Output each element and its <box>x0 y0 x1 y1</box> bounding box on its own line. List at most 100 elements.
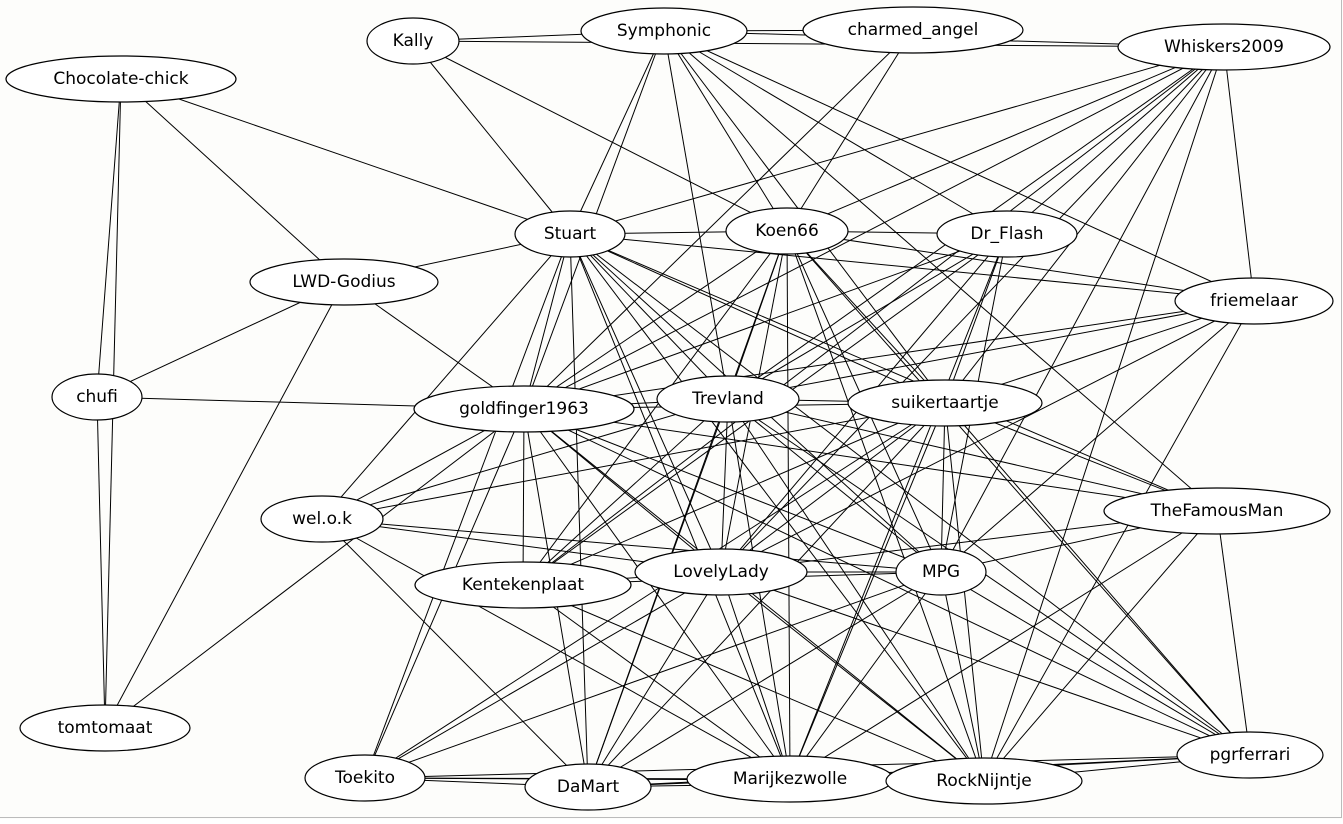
node-damart: DaMart <box>524 763 652 811</box>
edge-charmed-angel-goldfinger1963 <box>523 29 914 410</box>
node-label: friemelaar <box>1210 291 1298 311</box>
edge-whiskers2009-lovelylady <box>720 46 1225 573</box>
edge-friemelaar-trevland <box>727 300 1255 400</box>
edge-stuart-trevland <box>569 233 729 400</box>
edge-suikertaartje-mpg <box>940 402 946 573</box>
edge-suikertaartje-toekito <box>364 402 946 779</box>
edge-dr-flash-goldfinger1963 <box>523 233 1008 410</box>
edge-symphonic-thefamousman <box>663 30 1218 512</box>
node-ellipse <box>656 375 800 423</box>
edge-symphonic-dr-flash <box>663 30 1008 235</box>
edge-stuart-goldfinger1963 <box>523 233 571 410</box>
edge-thefamousman-rocknijntje <box>983 510 1218 782</box>
node-label: tomtomaat <box>58 718 153 738</box>
edge-koen66-friemelaar <box>786 230 1255 302</box>
node-ellipse <box>1103 487 1331 535</box>
edge-whiskers2009-rocknijntje <box>983 46 1225 782</box>
edge-suikertaartje-lovelylady <box>720 402 946 573</box>
node-tomtomaat: tomtomaat <box>19 704 191 752</box>
edge-wel-o-k-damart <box>321 518 589 788</box>
edge-koen66-goldfinger1963 <box>523 230 788 410</box>
edge-goldfinger1963-rocknijntje <box>523 408 985 782</box>
edge-symphonic-koen66 <box>663 30 788 232</box>
node-ellipse <box>936 210 1078 258</box>
edge-dr-flash-marijkezwolle <box>789 233 1008 780</box>
edge-friemelaar-mpg <box>940 300 1255 573</box>
edge-friemelaar-lovelylady <box>720 300 1255 573</box>
node-toekito: Toekito <box>304 754 426 802</box>
node-kentekenplaat: Kentekenplaat <box>414 561 632 609</box>
node-ellipse <box>895 548 987 596</box>
edge-goldfinger1963-thefamousman <box>523 408 1218 512</box>
edge-wel-o-k-mpg <box>321 518 942 573</box>
edge-whiskers2009-kentekenplaat <box>522 46 1225 586</box>
edge-trevland-kentekenplaat <box>522 398 729 586</box>
node-ellipse <box>514 210 626 258</box>
node-label: RockNijntje <box>936 771 1031 791</box>
node-chufi: chufi <box>51 373 143 421</box>
node-label: suikertaartje <box>891 393 998 413</box>
node-ellipse <box>260 495 384 543</box>
edge-stuart-suikertaartje <box>569 233 946 404</box>
node-dr-flash: Dr_Flash <box>936 210 1078 258</box>
edge-whiskers2009-suikertaartje <box>944 46 1225 404</box>
node-stuart: Stuart <box>514 210 626 258</box>
edge-lwd-godius-tomtomaat <box>104 281 345 729</box>
edge-suikertaartje-wel-o-k <box>321 402 946 520</box>
edge-lovelylady-marijkezwolle <box>720 571 791 780</box>
edge-suikertaartje-damart <box>587 402 946 788</box>
edge-stuart-pgrferrari <box>569 233 1251 756</box>
edge-goldfinger1963-pgrferrari <box>523 408 1251 756</box>
edge-trevland-lovelylady <box>720 398 729 573</box>
edge-trevland-damart <box>587 398 729 788</box>
node-lwd-godius: LWD-Godius <box>249 258 439 306</box>
edge-mpg-rocknijntje <box>940 571 985 782</box>
edge-goldfinger1963-kentekenplaat <box>522 408 525 586</box>
node-ellipse <box>1174 277 1334 325</box>
node-label: Kentekenplaat <box>462 575 584 595</box>
node-label: Koen66 <box>755 221 819 241</box>
node-label: Marijkezwolle <box>733 769 847 789</box>
node-ellipse <box>634 548 808 596</box>
node-charmed-angel: charmed_angel <box>802 6 1024 54</box>
node-kally: Kally <box>366 17 460 65</box>
edge-symphonic-stuart <box>569 30 665 235</box>
node-label: Kally <box>393 31 434 51</box>
edge-lovelylady-rocknijntje <box>720 571 985 782</box>
edge-koen66-marijkezwolle <box>786 230 791 780</box>
edge-chocolate-chick-lwd-godius <box>120 78 345 283</box>
node-goldfinger1963: goldfinger1963 <box>413 385 635 433</box>
edge-dr-flash-suikertaartje <box>944 233 1008 404</box>
node-ellipse <box>1117 23 1331 71</box>
edge-whiskers2009-friemelaar <box>1223 46 1255 302</box>
edge-stuart-wel-o-k <box>321 233 571 520</box>
node-ellipse <box>524 763 652 811</box>
node-label: goldfinger1963 <box>459 399 589 419</box>
edge-whiskers2009-stuart <box>569 46 1225 235</box>
edge-suikertaartje-marijkezwolle <box>789 402 946 780</box>
node-label: DaMart <box>557 777 620 797</box>
edge-mpg-pgrferrari <box>940 571 1251 756</box>
edge-chocolate-chick-stuart <box>120 78 571 235</box>
edge-trevland-thefamousman <box>727 398 1218 512</box>
edge-charmed-angel-koen66 <box>786 29 914 232</box>
edge-goldfinger1963-tomtomaat <box>104 408 525 729</box>
edge-kally-koen66 <box>412 40 788 232</box>
node-ellipse <box>304 754 426 802</box>
edge-stuart-marijkezwolle <box>569 233 791 780</box>
edge-suikertaartje-pgrferrari <box>944 402 1251 756</box>
node-label: LWD-Godius <box>292 272 395 292</box>
edge-trevland-rocknijntje <box>727 398 985 782</box>
node-ellipse <box>5 55 237 103</box>
node-label: chufi <box>76 387 118 407</box>
edge-friemelaar-goldfinger1963 <box>523 300 1255 410</box>
node-ellipse <box>51 373 143 421</box>
edge-thefamousman-marijkezwolle <box>789 510 1218 780</box>
node-ellipse <box>413 385 635 433</box>
node-trevland: Trevland <box>656 375 800 423</box>
node-ellipse <box>366 17 460 65</box>
node-label: Stuart <box>544 224 597 244</box>
edge-whiskers2009-goldfinger1963 <box>523 46 1225 410</box>
